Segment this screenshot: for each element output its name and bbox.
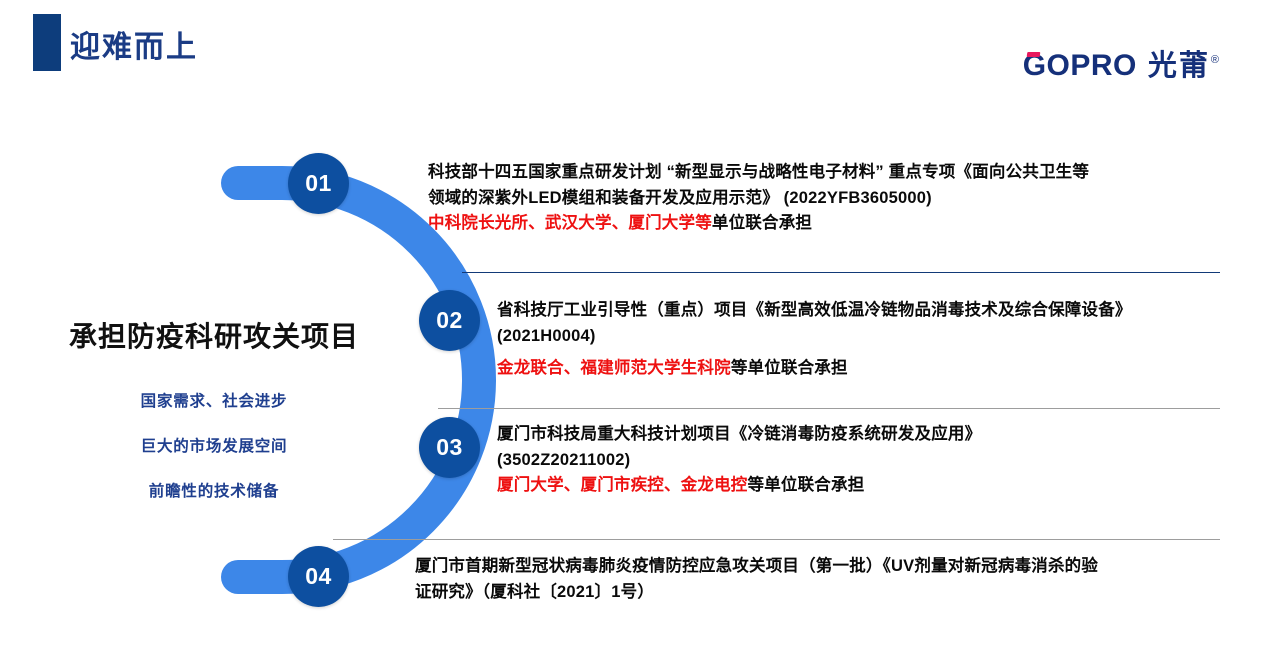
timeline-badge-03[interactable]: 03 bbox=[419, 417, 480, 478]
timeline-item-01-text: 科技部十四五国家重点研发计划 “新型显示与战略性电子材料” 重点专项《面向公共卫… bbox=[428, 160, 1200, 237]
left-panel-bullet-3: 前瞻性的技术储备 bbox=[148, 482, 280, 500]
item-01-line-1: 科技部十四五国家重点研发计划 “新型显示与战略性电子材料” 重点专项《面向公共卫… bbox=[428, 163, 1090, 181]
page-title: 迎难而上 bbox=[70, 31, 198, 64]
separator-after-item-1 bbox=[462, 272, 1220, 273]
timeline-item-03-text: 厦门市科技局重大科技计划项目《冷链消毒防疫系统研发及应用》 (3502Z2021… bbox=[497, 422, 1203, 499]
item-02-line-1: 省科技厅工业引导性（重点）项目《新型高效低温冷链物品消毒技术及综合保障设备》 bbox=[497, 301, 1132, 319]
timeline-badge-02[interactable]: 02 bbox=[419, 290, 480, 351]
logo-latin-text: GOPRO bbox=[1022, 49, 1137, 82]
item-04-line-2: 证研究》（厦科社〔2021〕1号） bbox=[415, 582, 655, 601]
title-accent-bar bbox=[33, 14, 61, 71]
item-02-line-2: (2021H0004) bbox=[497, 326, 596, 345]
logo-wordmark-latin: GOPRO bbox=[1023, 49, 1137, 83]
item-04-line-1: 厦门市首期新型冠状病毒肺炎疫情防控应急攻关项目（第一批）《UV剂量对新冠病毒消杀… bbox=[415, 557, 1099, 575]
timeline-arc bbox=[221, 166, 496, 594]
slide-header: 迎难而上 GOPRO 光莆 ® bbox=[0, 0, 1274, 100]
item-02-highlight: 金龙联合、福建师范大学生科院 bbox=[497, 359, 731, 378]
logo-accent-stroke bbox=[1026, 52, 1041, 57]
left-panel-bullet-2: 巨大的市场发展空间 bbox=[140, 437, 288, 455]
separator-after-item-2 bbox=[438, 408, 1220, 409]
item-03-line-3: 厦门大学、厦门市疾控、金龙电控等单位联合承担 bbox=[497, 473, 1203, 499]
timeline-badge-04[interactable]: 04 bbox=[288, 546, 349, 607]
item-01-highlight-tail: 单位联合承担 bbox=[711, 214, 813, 233]
left-panel-heading: 承担防疫科研攻关项目 bbox=[68, 321, 359, 352]
item-01-line-3: 中科院长光所、武汉大学、厦门大学等单位联合承担 bbox=[428, 211, 1200, 237]
item-03-highlight-tail: 等单位联合承担 bbox=[747, 476, 865, 495]
company-logo: GOPRO 光莆 ® bbox=[1023, 42, 1219, 84]
item-03-highlight: 厦门大学、厦门市疾控、金龙电控 bbox=[497, 476, 748, 495]
item-01-line-2: 领域的深紫外LED模组和装备开发及应用示范》 (2022YFB3605000) bbox=[428, 188, 932, 207]
item-03-line-2: (3502Z20211002) bbox=[497, 450, 631, 469]
timeline-item-02-text: 省科技厅工业引导性（重点）项目《新型高效低温冷链物品消毒技术及综合保障设备》 (… bbox=[497, 298, 1203, 382]
item-03-line-1: 厦门市科技局重大科技计划项目《冷链消毒防疫系统研发及应用》 bbox=[497, 425, 982, 443]
item-02-highlight-tail: 等单位联合承担 bbox=[730, 359, 848, 378]
item-01-highlight: 中科院长光所、武汉大学、厦门大学等 bbox=[428, 214, 712, 233]
timeline-arc-path bbox=[221, 166, 496, 594]
item-02-line-3: 金龙联合、福建师范大学生科院等单位联合承担 bbox=[497, 356, 1203, 382]
timeline-badge-01[interactable]: 01 bbox=[288, 153, 349, 214]
timeline-item-04-text: 厦门市首期新型冠状病毒肺炎疫情防控应急攻关项目（第一批）《UV剂量对新冠病毒消杀… bbox=[415, 554, 1203, 605]
left-summary-panel: 承担防疫科研攻关项目 国家需求、社会进步 巨大的市场发展空间 前瞻性的技术储备 bbox=[36, 320, 392, 501]
left-panel-bullet-1: 国家需求、社会进步 bbox=[140, 392, 288, 410]
separator-after-item-3 bbox=[333, 539, 1220, 540]
registered-trademark-icon: ® bbox=[1210, 54, 1219, 66]
logo-wordmark-chinese: 光莆 bbox=[1147, 50, 1210, 82]
